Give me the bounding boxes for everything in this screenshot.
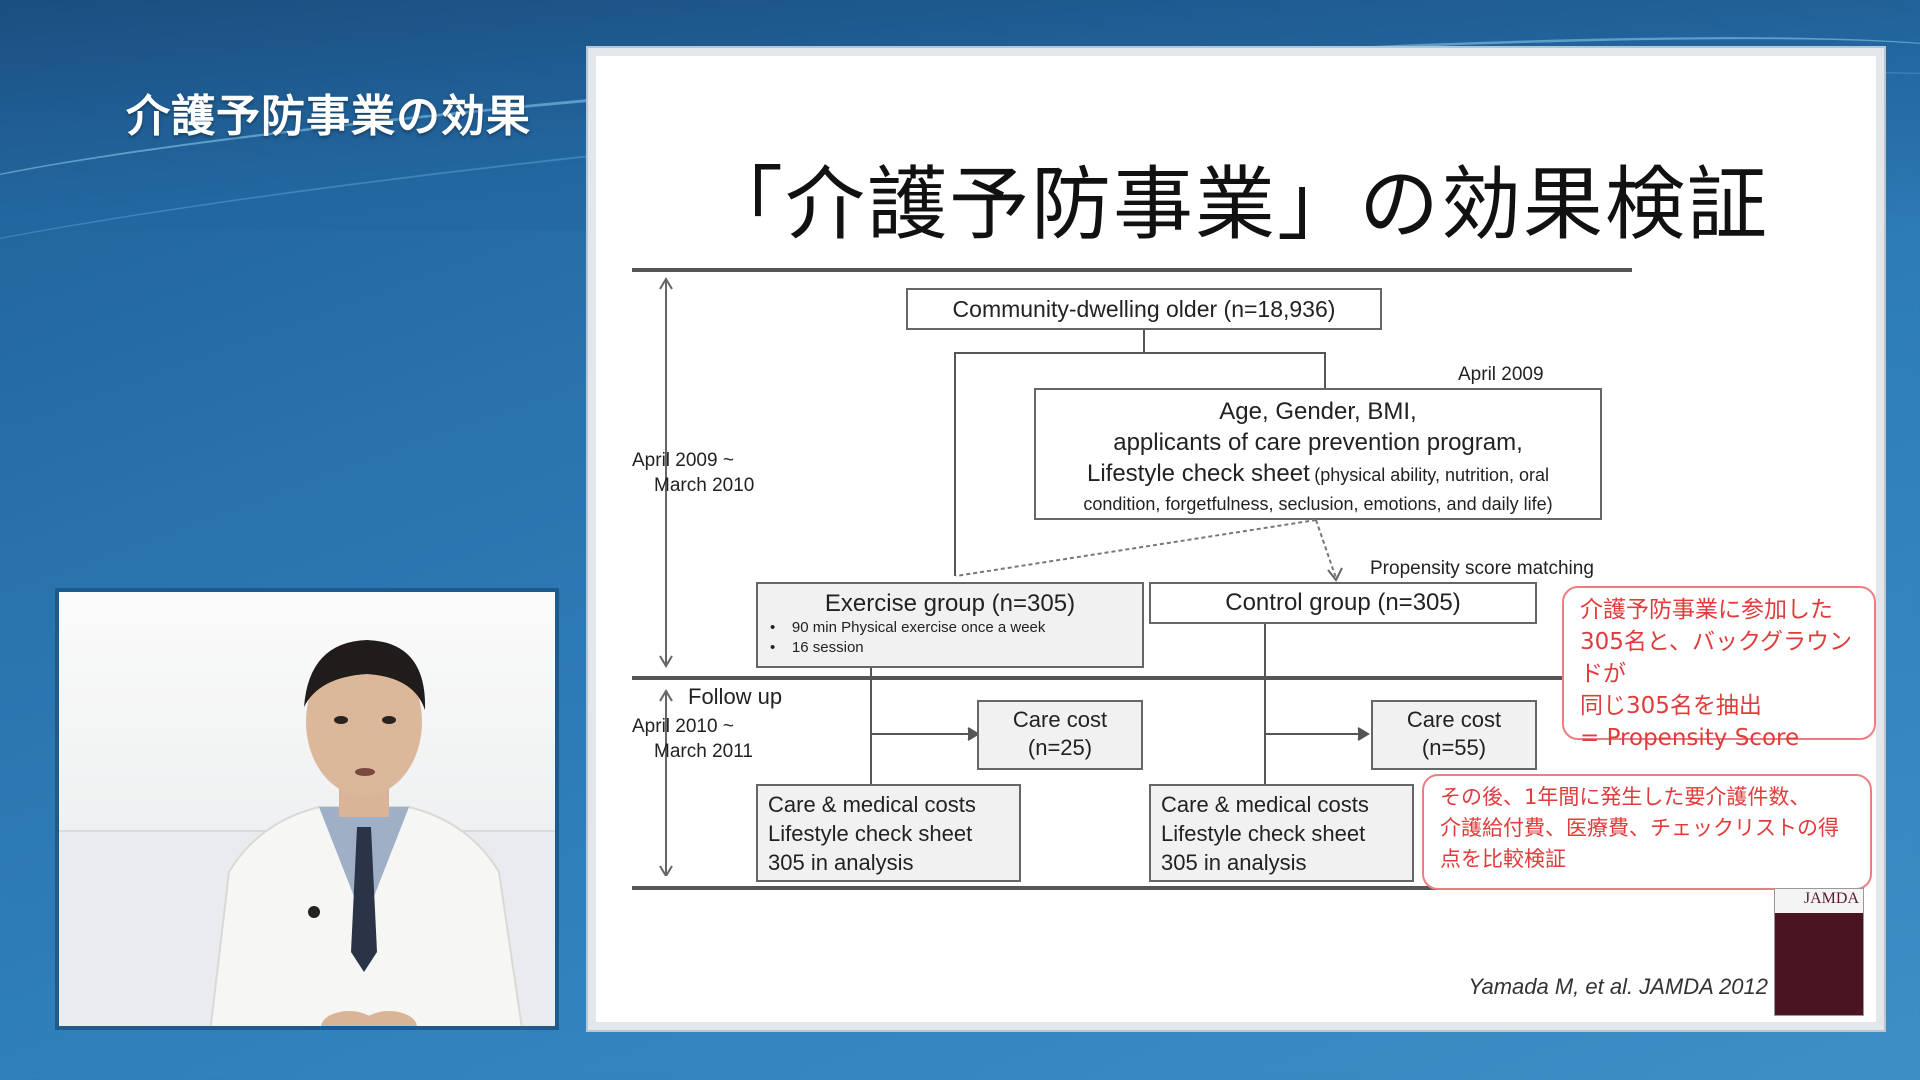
connector-community-down: [1143, 330, 1145, 352]
date-label-april-2009: April 2009: [1458, 364, 1544, 385]
criteria-line-2: applicants of care prevention program,: [1113, 429, 1523, 456]
exercise-group-box: Exercise group (n=305) • 90 min Physical…: [756, 582, 1144, 668]
divider-top: [632, 268, 1632, 272]
care-cost-control-n: (n=55): [1421, 735, 1487, 760]
propensity-label: Propensity score matching: [1370, 558, 1594, 579]
criteria-line-3: Lifestyle check sheet (physical ability,…: [1036, 458, 1600, 492]
propensity-note-line-1: 介護予防事業に参加した: [1580, 597, 1833, 623]
criteria-line-3-detail: (physical ability, nutrition, oral: [1314, 465, 1549, 485]
propensity-note-line-2: 305名と、バックグラウンドが: [1580, 629, 1853, 687]
divider-bottom: [632, 886, 1632, 890]
outcome-exercise-line-3: 305 in analysis: [768, 850, 914, 875]
outcome-exercise-box: Care & medical costs Lifestyle check she…: [756, 784, 1021, 882]
connector-exercise-down: [870, 668, 872, 828]
comparison-note: その後、1年間に発生した要介護件数、 介護給付費、医療費、チェックリストの得 点…: [1422, 774, 1872, 890]
slide-title: 「介護予防事業」の効果検証: [703, 158, 1769, 251]
period-label-top-2: March 2010: [654, 475, 755, 496]
connector-control-down: [1264, 624, 1266, 828]
criteria-line-1: Age, Gender, BMI,: [1219, 398, 1417, 425]
connector-to-criteria: [1324, 352, 1326, 388]
lecture-heading: 介護予防事業の効果: [126, 91, 531, 142]
care-cost-exercise-label: Care cost: [1012, 707, 1108, 732]
community-label: Community-dwelling older (n=18,936): [952, 296, 1336, 322]
journal-cover-image: JAMDA: [1774, 888, 1864, 1016]
propensity-connectors: [955, 519, 1343, 582]
exercise-bullet-2-text: 16 session: [791, 639, 864, 656]
propensity-note-line-4: = Propensity Score: [1580, 725, 1800, 751]
connector-to-exercise: [954, 352, 956, 576]
community-box: Community-dwelling older (n=18,936): [906, 288, 1382, 330]
period-label-bottom-1: April 2010 ~: [632, 716, 734, 737]
comparison-note-line-3: 点を比較検証: [1440, 847, 1566, 871]
comparison-note-line-1: その後、1年間に発生した要介護件数、: [1440, 785, 1811, 809]
follow-up-label: Follow up: [688, 684, 783, 709]
presenter-video: [55, 588, 559, 1030]
criteria-line-4: condition, forgetfulness, seclusion, emo…: [1083, 494, 1553, 514]
presentation-slide: 「介護予防事業」の効果検証 April 2009 ~ March 2010 Ap…: [588, 48, 1884, 1030]
outcome-exercise-line-1: Care & medical costs: [768, 792, 976, 817]
divider-middle: [632, 676, 1632, 680]
timeline-arrows: [659, 277, 673, 876]
control-group-title: Control group (n=305): [1225, 589, 1461, 616]
comparison-note-line-2: 介護給付費、医療費、チェックリストの得: [1440, 816, 1839, 840]
period-label-bottom-2: March 2011: [654, 741, 753, 762]
outcome-control-line-2: Lifestyle check sheet: [1161, 821, 1366, 846]
outcome-control-box: Care & medical costs Lifestyle check she…: [1149, 784, 1414, 882]
outcome-exercise-line-2: Lifestyle check sheet: [768, 821, 973, 846]
exercise-bullet-1-text: 90 min Physical exercise once a week: [791, 619, 1046, 636]
citation: Yamada M, et al. JAMDA 2012: [1468, 974, 1768, 999]
care-cost-control-box: Care cost (n=55): [1371, 700, 1537, 770]
control-group-box: Control group (n=305): [1149, 582, 1537, 624]
propensity-note: 介護予防事業に参加した 305名と、バックグラウンドが 同じ305名を抽出 = …: [1562, 586, 1876, 751]
exercise-group-title: Exercise group (n=305): [824, 590, 1076, 617]
journal-cover-title: JAMDA: [1803, 890, 1859, 907]
care-cost-exercise-box: Care cost (n=25): [977, 700, 1143, 770]
care-cost-control-label: Care cost: [1406, 707, 1502, 732]
connector-branch: [954, 352, 1326, 354]
outcome-control-line-3: 305 in analysis: [1161, 850, 1307, 875]
outcome-control-line-1: Care & medical costs: [1161, 792, 1369, 817]
matching-criteria-box: Age, Gender, BMI, applicants of care pre…: [1034, 388, 1602, 520]
criteria-line-3-main: Lifestyle check sheet: [1086, 460, 1310, 487]
exercise-bullet-2: • 16 session: [770, 639, 864, 656]
presenter-figure: [209, 640, 523, 1026]
care-cost-exercise-n: (n=25): [1027, 735, 1093, 760]
period-label-top-1: April 2009 ~: [632, 450, 734, 471]
exercise-bullet-1: • 90 min Physical exercise once a week: [770, 619, 1046, 636]
propensity-note-line-3: 同じ305名を抽出: [1580, 693, 1762, 719]
